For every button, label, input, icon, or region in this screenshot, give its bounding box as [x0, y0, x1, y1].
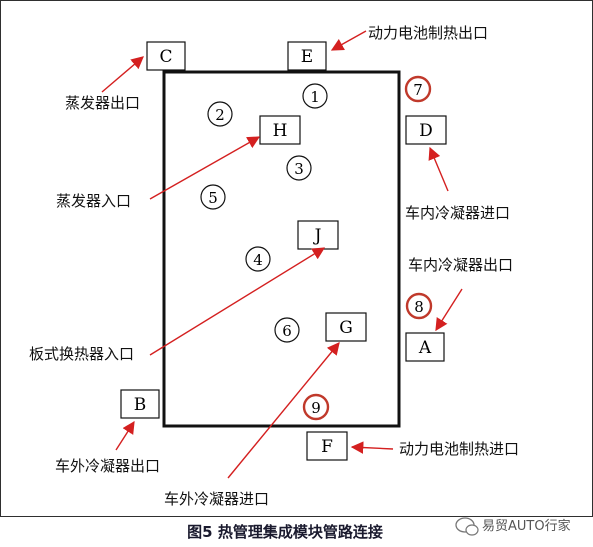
wechat-icon	[455, 517, 479, 536]
svg-text:2: 2	[215, 106, 225, 124]
figure-caption: 图5 热管理集成模块管路连接	[187, 523, 383, 541]
label-plate-hx-in: 板式换热器入口	[29, 345, 134, 363]
svg-text:8: 8	[414, 298, 424, 316]
port-c: C	[146, 41, 186, 71]
svg-text:7: 7	[413, 81, 423, 99]
port-f-label: F	[321, 437, 333, 457]
label-battery-heat-out: 动力电池制热出口	[368, 24, 488, 42]
arrow-f	[350, 441, 394, 454]
port-c-label: C	[159, 47, 172, 67]
arrow-c	[101, 56, 144, 93]
port-e: E	[287, 41, 327, 71]
zone-3: 3	[286, 155, 312, 181]
label-outer-condenser-in: 车外冷凝器进口	[164, 490, 269, 508]
port-g: G	[325, 312, 367, 342]
port-d-label: D	[419, 121, 433, 141]
watermark-text: 易贸AUTO行家	[482, 518, 571, 534]
zone-7: 7	[404, 75, 432, 103]
arrow-a	[435, 288, 463, 332]
port-a: A	[405, 332, 445, 362]
arrow-j	[149, 247, 326, 356]
port-j: J	[297, 220, 339, 250]
svg-text:9: 9	[311, 399, 321, 417]
port-d: D	[405, 115, 447, 145]
port-a-label: A	[418, 338, 432, 358]
zone-1: 1	[302, 83, 328, 109]
integrated-module-outline	[162, 70, 401, 428]
port-b: B	[120, 389, 160, 419]
label-inner-condenser-out: 车内冷凝器出口	[408, 256, 513, 274]
svg-text:4: 4	[253, 251, 263, 269]
label-outer-condenser-out: 车外冷凝器出口	[55, 457, 160, 475]
port-h-label: H	[273, 121, 288, 141]
arrow-h	[149, 136, 261, 200]
svg-text:5: 5	[208, 189, 218, 207]
port-j-label: J	[313, 226, 322, 246]
arrow-g	[227, 342, 340, 479]
arrow-b	[115, 420, 135, 451]
zone-5: 5	[200, 184, 226, 210]
zone-2: 2	[207, 101, 233, 127]
zone-8: 8	[405, 292, 433, 320]
label-inner-condenser-in: 车内冷凝器进口	[405, 204, 510, 222]
port-e-label: E	[301, 47, 313, 67]
port-f: F	[306, 431, 348, 461]
svg-text:1: 1	[310, 88, 320, 106]
zone-4: 4	[245, 246, 271, 272]
arrow-d	[428, 146, 449, 192]
label-battery-heat-in: 动力电池制热进口	[399, 440, 519, 458]
arrow-e	[330, 30, 367, 51]
zone-9: 9	[302, 393, 330, 421]
svg-text:6: 6	[282, 322, 292, 340]
port-g-label: G	[339, 318, 353, 338]
zone-6: 6	[274, 317, 300, 343]
svg-text:3: 3	[294, 160, 304, 178]
port-h: H	[259, 115, 301, 145]
label-evaporator-out: 蒸发器出口	[65, 94, 140, 112]
label-evaporator-in: 蒸发器入口	[56, 192, 131, 210]
port-b-label: B	[134, 395, 147, 415]
